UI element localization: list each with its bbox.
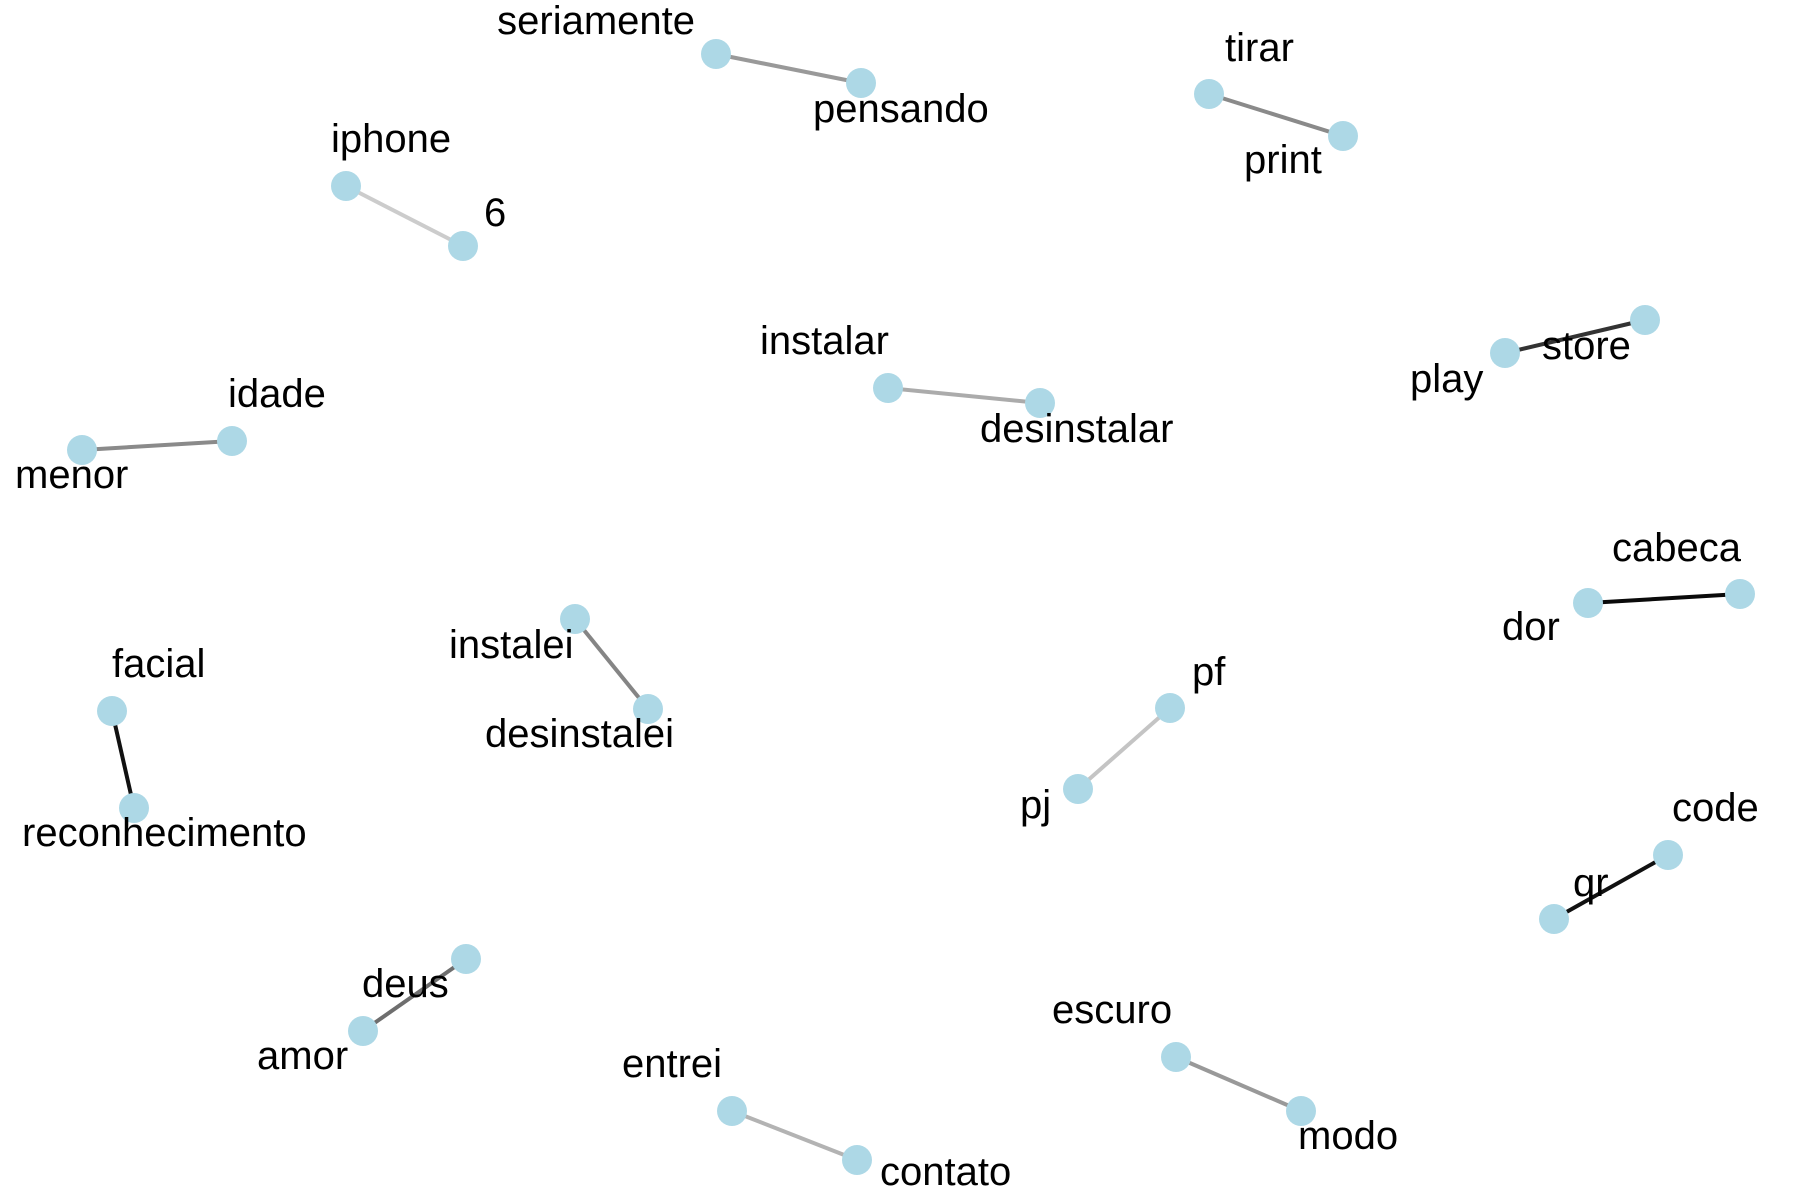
edge-qr-code [1553, 853, 1669, 921]
node-label-iphone: iphone [331, 117, 451, 161]
node-label-idade: idade [228, 372, 326, 416]
edge-escuro-modo [1175, 1055, 1302, 1113]
node-deus [451, 944, 481, 974]
node-cabeca [1725, 579, 1755, 609]
node-label-6: 6 [484, 191, 506, 235]
node-menor [67, 435, 97, 465]
node-label-modo: modo [1298, 1114, 1398, 1158]
node-label-instalar: instalar [760, 319, 889, 363]
node-label-qr: qr [1573, 861, 1609, 905]
node-label-play: play [1410, 357, 1483, 401]
node-tirar [1194, 79, 1224, 109]
node-label-reconhecimento: reconhecimento [22, 811, 307, 855]
node-label-desinstalar: desinstalar [980, 407, 1173, 451]
node-6 [448, 231, 478, 261]
node-code [1653, 840, 1683, 870]
node-pj [1063, 774, 1093, 804]
edges-layer [81, 52, 1741, 1162]
node-label-cabeca: cabeca [1612, 526, 1742, 570]
node-desinstalei [633, 694, 663, 724]
node-label-amor: amor [257, 1034, 348, 1078]
edge-pj-pf [1076, 706, 1172, 791]
node-label-contato: contato [880, 1150, 1011, 1194]
edge-facial-reconhecimento [110, 710, 136, 809]
node-label-entrei: entrei [622, 1042, 722, 1086]
node-label-pj: pj [1020, 783, 1051, 827]
edge-entrei-contato [731, 1109, 858, 1162]
node-label-tirar: tirar [1225, 26, 1294, 70]
node-label-menor: menor [15, 453, 128, 497]
nodes-layer [67, 39, 1755, 1175]
node-instalar [873, 373, 903, 403]
node-facial [97, 696, 127, 726]
node-qr [1539, 904, 1569, 934]
node-reconhecimento [119, 793, 149, 823]
node-label-dor: dor [1502, 605, 1560, 649]
node-amor [348, 1016, 378, 1046]
edge-instalei-desinstalei [573, 617, 650, 711]
edge-play-store [1504, 318, 1646, 355]
edge-instalar-desinstalar [887, 386, 1041, 405]
edge-menor-idade [81, 439, 233, 452]
node-idade [217, 426, 247, 456]
edge-tirar-print [1208, 92, 1344, 138]
node-entrei [717, 1096, 747, 1126]
node-iphone [331, 171, 361, 201]
node-play [1490, 338, 1520, 368]
node-label-code: code [1672, 786, 1759, 830]
node-store [1630, 305, 1660, 335]
node-escuro [1161, 1042, 1191, 1072]
node-label-escuro: escuro [1052, 988, 1172, 1032]
node-dor [1573, 588, 1603, 618]
edge-seriamente-pensando [715, 52, 862, 85]
node-label-instalei: instalei [449, 623, 574, 667]
node-desinstalar [1025, 388, 1055, 418]
node-label-print: print [1244, 138, 1322, 182]
node-label-pensando: pensando [813, 87, 989, 131]
edge-iphone-6 [345, 184, 464, 248]
node-print [1328, 121, 1358, 151]
node-label-seriamente: seriamente [497, 0, 695, 43]
node-modo [1286, 1096, 1316, 1126]
node-contato [842, 1145, 872, 1175]
node-instalei [560, 604, 590, 634]
node-label-deus: deus [362, 962, 449, 1006]
labels-layer: seriamente pensando tirar print iphone 6 insta… [15, 0, 1759, 1194]
node-label-desinstalei: desinstalei [485, 712, 674, 756]
node-seriamente [701, 39, 731, 69]
edge-dor-cabeca [1587, 592, 1741, 605]
node-pensando [846, 68, 876, 98]
node-label-store: store [1542, 324, 1631, 368]
edge-amor-deus [361, 957, 468, 1033]
node-pf [1155, 693, 1185, 723]
node-label-facial: facial [112, 642, 205, 686]
node-label-pf: pf [1192, 650, 1226, 694]
